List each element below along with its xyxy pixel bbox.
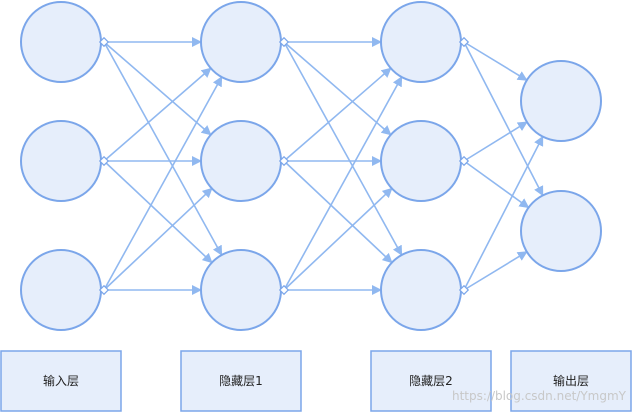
edge-l2n2-to-l3n0 bbox=[463, 135, 544, 291]
edge-l2n2-to-l3n1 bbox=[463, 251, 528, 291]
port-layer1-2 bbox=[278, 284, 290, 296]
port-layer0-0 bbox=[98, 36, 110, 48]
edge-l2n0-to-l3n1 bbox=[463, 41, 544, 197]
edge-l1n2-to-l2n1 bbox=[283, 187, 393, 291]
watermark-text: https://blog.csdn.net/YmgmY bbox=[452, 389, 627, 403]
neurons bbox=[20, 1, 602, 331]
edge-l2n1-to-l3n1 bbox=[463, 160, 530, 209]
port-layer2-0 bbox=[458, 36, 470, 48]
port-layer0-1 bbox=[98, 155, 110, 167]
neuron-layer0-2 bbox=[20, 249, 102, 331]
neuron-layer1-1 bbox=[200, 120, 282, 202]
output-ports bbox=[98, 36, 470, 296]
layer-label-input-text: 输入层 bbox=[43, 373, 79, 388]
neuron-layer2-1 bbox=[380, 120, 462, 202]
neuron-layer1-0 bbox=[200, 1, 282, 83]
port-layer0-2 bbox=[98, 284, 110, 296]
edge-l0n0-to-l1n1 bbox=[103, 41, 212, 136]
edge-l1n0-to-l2n1 bbox=[283, 41, 392, 136]
layer-label-input: 输入层 bbox=[0, 350, 122, 412]
edge-l0n0-to-l1n2 bbox=[103, 41, 223, 256]
neuron-layer2-0 bbox=[380, 1, 462, 83]
neuron-layer2-2 bbox=[380, 249, 462, 331]
edge-l0n1-to-l1n0 bbox=[103, 67, 212, 162]
neuron-layer0-0 bbox=[20, 1, 102, 83]
connections bbox=[103, 37, 544, 295]
edge-l1n2-to-l2n0 bbox=[283, 76, 403, 291]
port-layer1-1 bbox=[278, 155, 290, 167]
layer-label-hidden-2: 隐藏层2 bbox=[370, 350, 492, 412]
edge-l0n2-to-l1n0 bbox=[103, 76, 223, 291]
port-layer2-1 bbox=[458, 155, 470, 167]
edge-l1n1-to-l2n2 bbox=[283, 160, 393, 264]
port-layer1-0 bbox=[278, 36, 290, 48]
port-layer2-2 bbox=[458, 284, 470, 296]
edge-l2n1-to-l3n0 bbox=[463, 121, 528, 162]
layer-label-hidden-1: 隐藏层1 bbox=[180, 350, 302, 412]
edge-l1n0-to-l2n2 bbox=[283, 41, 403, 256]
neuron-layer1-2 bbox=[200, 249, 282, 331]
layer-label-hidden-2-text: 隐藏层2 bbox=[409, 374, 453, 388]
layer-label-output-text: 输出层 bbox=[553, 373, 589, 388]
neuron-layer3-1 bbox=[520, 190, 602, 272]
neuron-layer0-1 bbox=[20, 120, 102, 202]
edge-l1n1-to-l2n0 bbox=[283, 67, 392, 162]
edge-l2n0-to-l3n0 bbox=[463, 41, 528, 81]
edge-l0n2-to-l1n1 bbox=[103, 187, 213, 291]
layer-label-output: 输出层 bbox=[510, 350, 632, 412]
layer-label-hidden-1-text: 隐藏层1 bbox=[219, 374, 263, 388]
edge-l0n1-to-l1n2 bbox=[103, 160, 213, 264]
neuron-layer3-0 bbox=[520, 60, 602, 142]
